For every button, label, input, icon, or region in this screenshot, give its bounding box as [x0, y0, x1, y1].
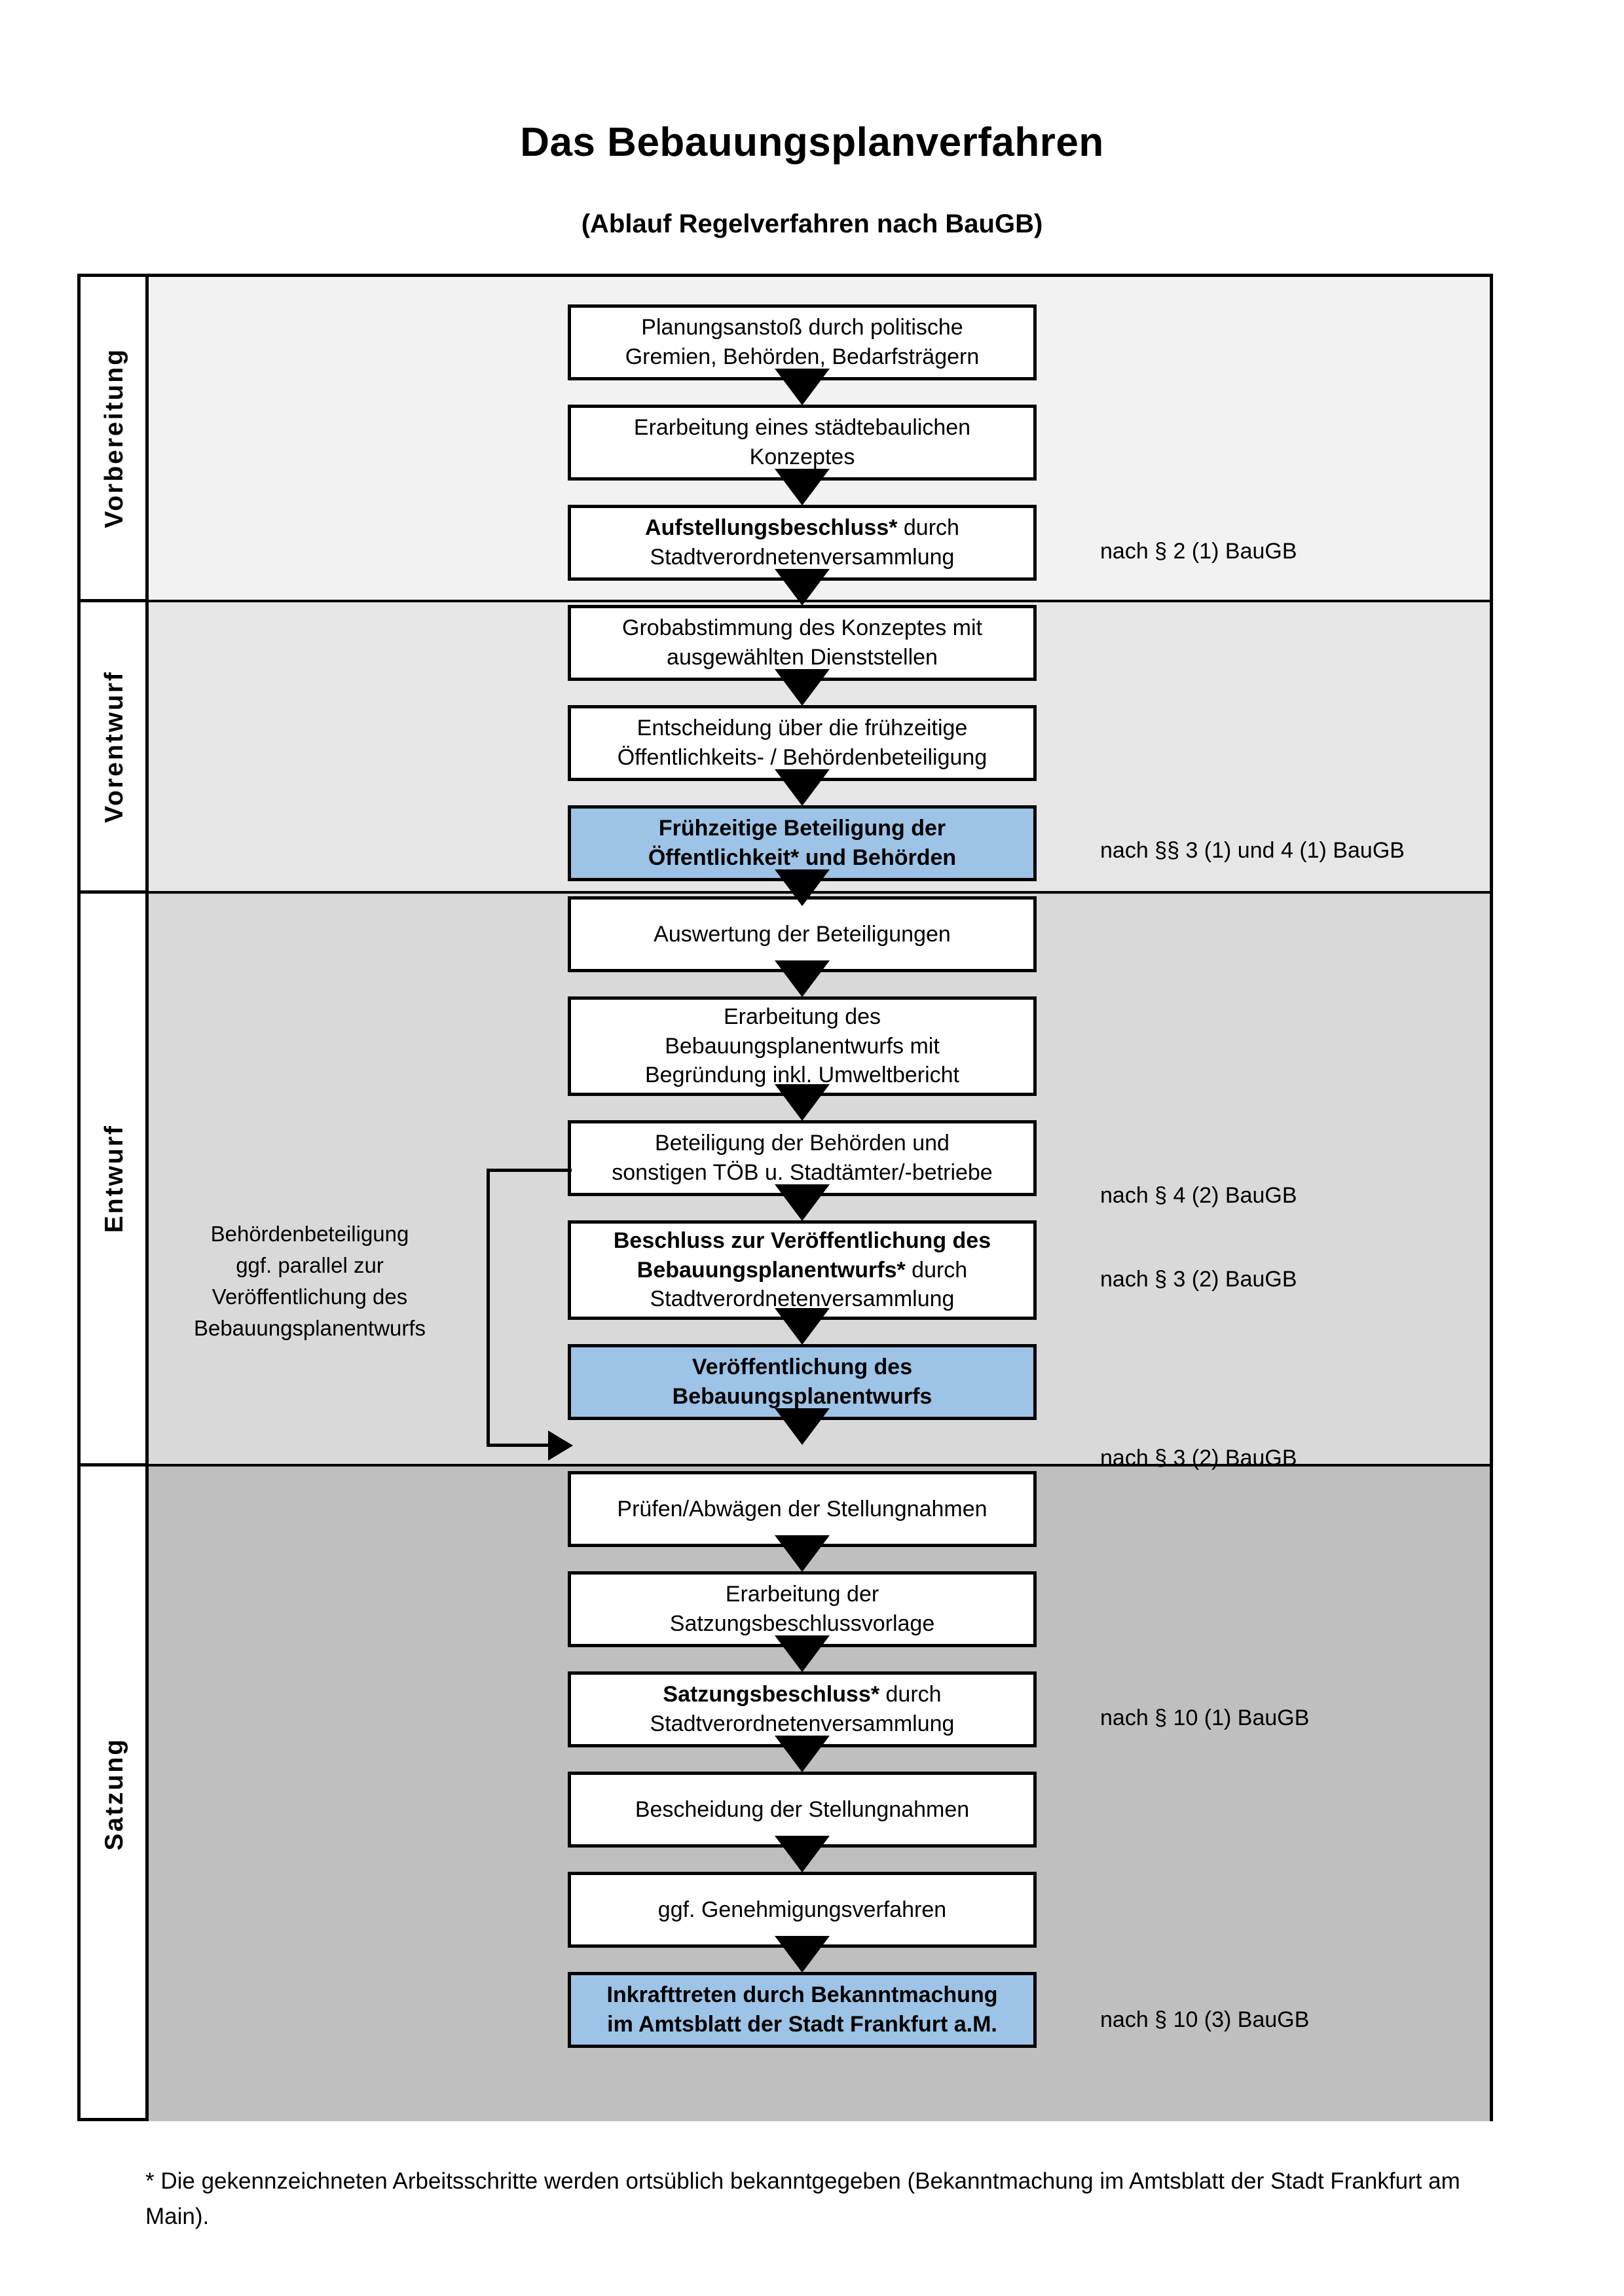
- step-line-1: Erarbeitung eines städtebaulichen: [633, 415, 971, 441]
- flow-arrow-16: [775, 1936, 830, 1973]
- step-line-2: Gremien, Behörden, Bedarfsträgern: [625, 344, 980, 369]
- step-line-1: ggf. Genehmigungsverfahren: [657, 1897, 947, 1922]
- flowchart-frame: Vorbereitung Vorentwurf Entwurf Satzung …: [77, 274, 1493, 2121]
- phase-label-text: Vorbereitung: [100, 348, 128, 528]
- step-line-1: Bescheidung der Stellungnahmen: [635, 1796, 970, 1822]
- flow-arrow-1: [775, 369, 830, 405]
- step-line-1: Frühzeitige Beteiligung der: [658, 816, 946, 841]
- flow-arrow-11: [775, 1408, 830, 1445]
- flow-arrow-2: [775, 469, 830, 505]
- step-box-inkrafttreten[interactable]: Inkrafttreten durch Bekanntmachung im Am…: [568, 1972, 1037, 2048]
- step-box-veroeffentlichung-bebauungsplanentwurf[interactable]: Veröffentlichung des Bebauungsplanentwur…: [568, 1344, 1037, 1420]
- step-line-2: Stadtverordnetenversammlung: [650, 545, 955, 570]
- flow-arrow-14: [775, 1736, 830, 1772]
- page-subtitle: (Ablauf Regelverfahren nach BauGB): [581, 210, 1043, 238]
- step-line-1-bold: Beschluss zur Veröffentlichung des Bebau…: [613, 1228, 991, 1283]
- footnote: * Die gekennzeichneten Arbeitsschritte w…: [145, 2168, 1460, 2230]
- law-note-4: nach § 3 (2) BauGB: [1100, 1267, 1297, 1292]
- flow-arrow-10: [775, 1308, 830, 1345]
- step-box-grobabstimmung[interactable]: Grobabstimmung des Konzeptes mit ausgewä…: [568, 605, 1037, 681]
- step-line-1: Prüfen/Abwägen der Stellungnahmen: [617, 1496, 987, 1522]
- step-line-3: Begründung inkl. Umweltbericht: [644, 1063, 960, 1088]
- flow-arrow-4: [775, 669, 830, 706]
- step-line-1: Entscheidung über die frühzeitige: [637, 716, 968, 741]
- step-line-3: Stadtverordnetenversammlung: [650, 1286, 955, 1312]
- law-note-7: nach § 10 (3) BauGB: [1100, 2007, 1310, 2032]
- step-line-1: Erarbeitung des: [723, 1004, 881, 1029]
- step-line-2: Konzeptes: [749, 445, 855, 469]
- step-box-staedtebauliches-konzept[interactable]: Erarbeitung eines städtebaulichen Konzep…: [568, 405, 1037, 481]
- phase-label-text: Vorentwurf: [100, 670, 128, 823]
- step-line-2: Satzungsbeschlussvorlage: [669, 1611, 935, 1636]
- phase-label-vorentwurf: Vorentwurf: [81, 602, 149, 894]
- side-note-line-4: Bebauungsplanentwurfs: [193, 1315, 426, 1340]
- feedback-loop-top: [487, 1169, 572, 1172]
- law-note-1: nach § 2 (1) BauGB: [1100, 539, 1297, 564]
- step-line-2: Bebauungsplanentwurfs: [672, 1384, 932, 1409]
- step-line-1-rest: durch Bekanntmachung: [736, 1982, 998, 2008]
- flow-arrow-3: [775, 569, 830, 606]
- flow-arrow-9: [775, 1184, 830, 1221]
- page-title: Das Bebauungsplanverfahren: [520, 120, 1104, 165]
- step-box-erarbeitung-bebauungsplanentwurf[interactable]: Erarbeitung des Bebauungsplanentwurfs mi…: [568, 996, 1037, 1096]
- step-line-2: Stadtverordnetenversammlung: [650, 1711, 955, 1736]
- step-line-2: Bebauungsplanentwurfs mit: [665, 1033, 940, 1059]
- side-note-line-1: Behördenbeteiligung: [210, 1222, 409, 1246]
- side-note-behoerdenbeteiligung: Behördenbeteiligung ggf. parallel zur Ve…: [172, 1218, 447, 1343]
- side-note-line-2: ggf. parallel zur: [236, 1252, 384, 1277]
- feedback-loop-left: [487, 1169, 490, 1447]
- flow-arrow-6: [775, 869, 830, 906]
- step-line-1: Erarbeitung der: [725, 1582, 879, 1607]
- flow-arrow-15: [775, 1836, 830, 1872]
- flow-arrow-12: [775, 1535, 830, 1572]
- step-line-1-rest: durch: [905, 1257, 968, 1283]
- phase-label-satzung: Satzung: [81, 1467, 149, 2121]
- step-box-aufstellungsbeschluss[interactable]: Aufstellungsbeschluss* durch Stadtverord…: [568, 505, 1037, 581]
- step-line-1-rest: durch: [879, 1682, 942, 1707]
- step-line-2: Öffentlichkeits- / Behördenbeteiligung: [617, 745, 987, 770]
- step-line-2: sonstigen TÖB u. Stadtämter/-betriebe: [612, 1160, 993, 1185]
- step-line-1-bold: Satzungsbeschluss*: [663, 1682, 880, 1707]
- step-box-satzungsbeschluss[interactable]: Satzungsbeschluss* durch Stadtverordnete…: [568, 1671, 1037, 1747]
- step-line-1-bold: Inkrafttreten: [606, 1982, 737, 2008]
- law-note-3: nach § 4 (2) BauGB: [1100, 1183, 1297, 1208]
- step-box-beschluss-veroeffentlichung[interactable]: Beschluss zur Veröffentlichung des Bebau…: [568, 1220, 1037, 1320]
- step-line-1-rest: durch: [897, 515, 959, 541]
- phase-label-text: Entwurf: [100, 1123, 128, 1233]
- phase-label-entwurf: Entwurf: [81, 894, 149, 1467]
- feedback-loop-bottom: [487, 1444, 549, 1447]
- step-box-fruehzeitige-beteiligung[interactable]: Frühzeitige Beteiligung der Öffentlichke…: [568, 805, 1037, 881]
- step-line-1: Auswertung der Beteiligungen: [654, 921, 951, 947]
- phase-label-column: Vorbereitung Vorentwurf Entwurf Satzung: [81, 277, 149, 2118]
- step-line-2: ausgewählten Dienststellen: [667, 645, 938, 670]
- flow-arrow-8: [775, 1084, 830, 1121]
- law-note-6: nach § 10 (1) BauGB: [1100, 1705, 1310, 1730]
- step-line-1: Beteiligung der Behörden und: [655, 1131, 950, 1156]
- phase-label-text: Satzung: [100, 1737, 128, 1851]
- law-note-5: nach § 3 (2) BauGB: [1100, 1446, 1297, 1470]
- step-line-1: Planungsanstoß durch politische: [641, 315, 963, 340]
- step-line-1: Veröffentlichung des: [692, 1355, 913, 1380]
- flow-arrow-7: [775, 960, 830, 997]
- side-note-line-3: Veröffentlichung des: [212, 1284, 408, 1309]
- step-line-1-bold: Aufstellungsbeschluss*: [645, 515, 898, 541]
- step-box-planungsanstoss[interactable]: Planungsanstoß durch politische Gremien,…: [568, 304, 1037, 380]
- flow-arrow-13: [775, 1635, 830, 1672]
- step-box-genehmigungsverfahren[interactable]: ggf. Genehmigungsverfahren: [568, 1872, 1037, 1948]
- phase-label-vorbereitung: Vorbereitung: [81, 277, 149, 602]
- step-line-2: im Amtsblatt der Stadt Frankfurt a.M.: [607, 2012, 997, 2037]
- step-line-1: Grobabstimmung des Konzeptes mit: [622, 615, 982, 641]
- step-line-2: Öffentlichkeit* und Behörden: [648, 845, 957, 870]
- feedback-loop-arrowhead: [548, 1430, 573, 1461]
- law-note-2: nach §§ 3 (1) und 4 (1) BauGB: [1100, 838, 1405, 863]
- flow-arrow-5: [775, 769, 830, 806]
- step-box-pruefen-abwaegen[interactable]: Prüfen/Abwägen der Stellungnahmen: [568, 1471, 1037, 1547]
